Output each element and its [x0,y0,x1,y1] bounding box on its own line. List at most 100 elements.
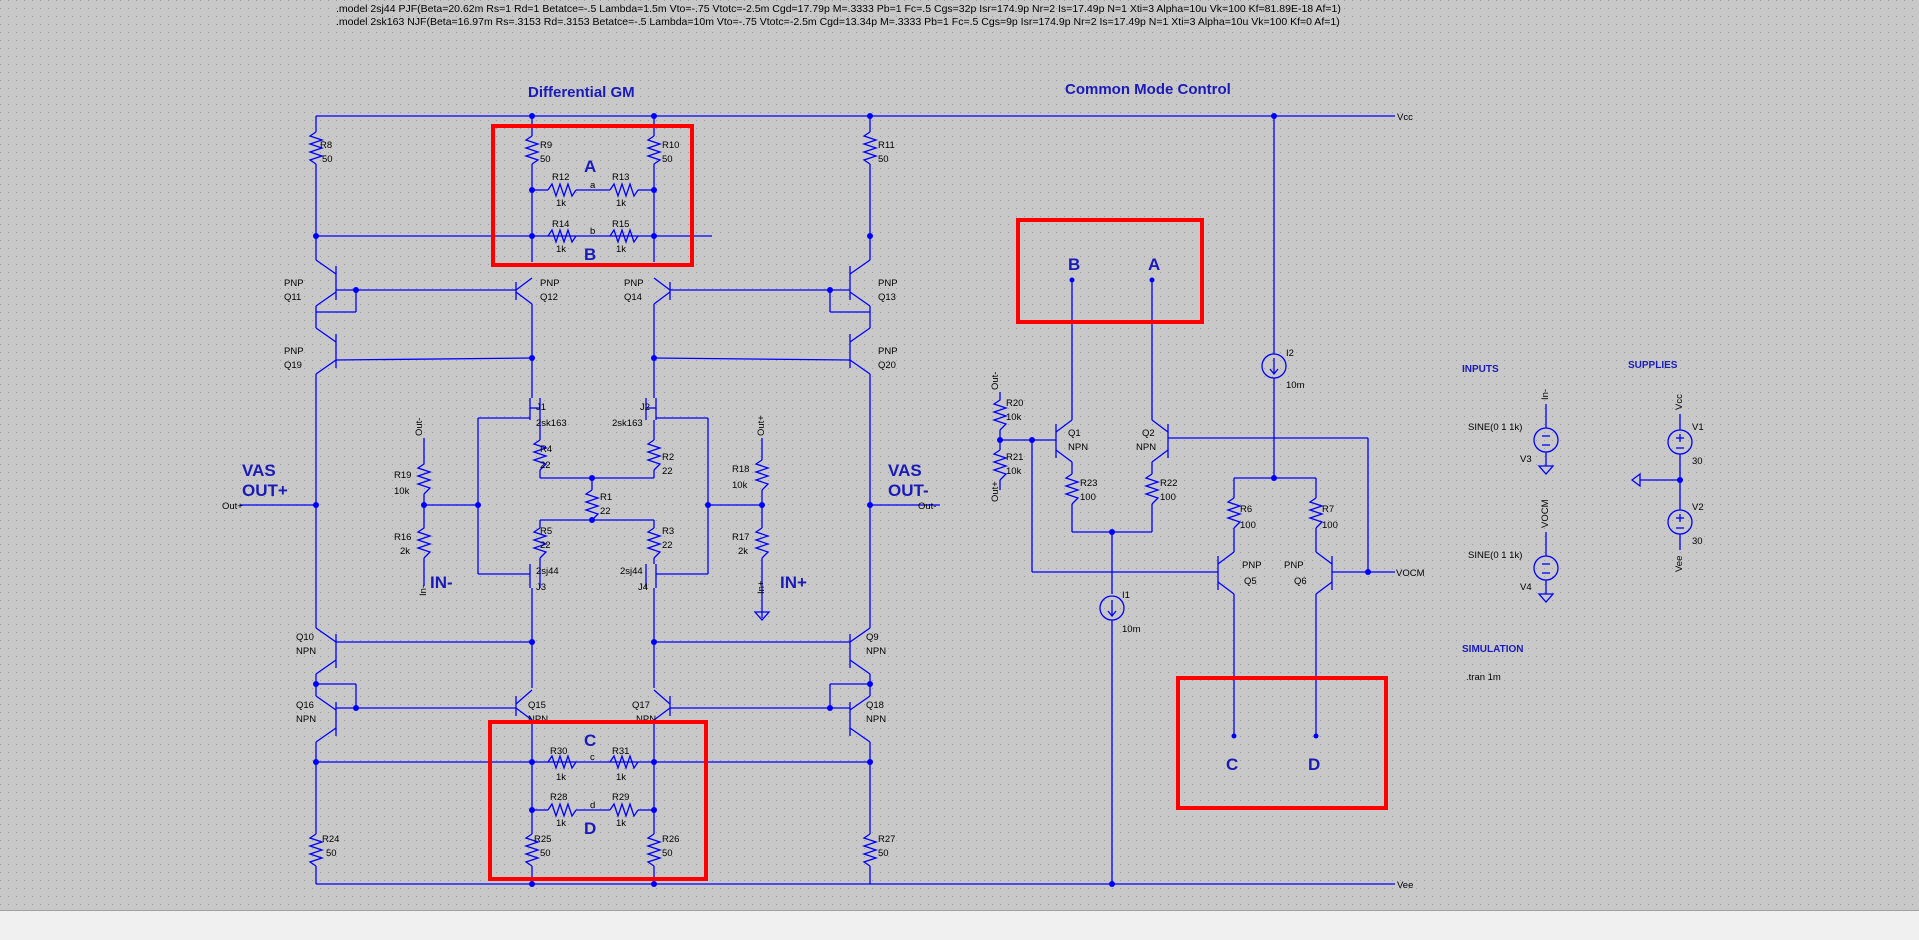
j1-name: J1 [536,402,546,413]
model-2sj44-directive[interactable]: .model 2sj44 PJF(Beta=20.62m Rs=1 Rd=1 B… [336,3,1341,15]
marker-c-bottom: C [584,731,596,750]
vocm-net-label: VOCM [1396,568,1425,579]
r19-value: 10k [394,486,410,497]
q18-type: NPN [866,714,886,725]
v1-value: 30 [1692,456,1703,467]
r8-name: R8 [320,140,332,151]
r25-name: R25 [534,834,551,845]
net-d-label: d [590,800,595,811]
r20-value: 10k [1006,412,1022,423]
highlight-box-ab-top [491,124,694,267]
out-minus-net-left: Out- [414,418,425,436]
r28-value: 1k [556,818,566,829]
q15-name: Q15 [528,700,546,711]
j3-model: 2sj44 [536,566,559,577]
input-sources-wires [1533,404,1559,603]
cmc-dots [997,113,1371,887]
inner-left-dots [529,113,595,887]
q12-name: Q12 [540,292,558,303]
r28-name: R28 [550,792,567,803]
r20-name: R20 [1006,398,1023,409]
r1-name: R1 [600,492,612,503]
net-b-label: b [590,226,595,237]
i2-name: I2 [1286,348,1294,359]
r29-value: 1k [616,818,626,829]
q1-type: NPN [1068,442,1088,453]
r2-name: R2 [662,452,674,463]
r19-name: R19 [394,470,411,481]
r16-value: 2k [400,546,410,557]
vas-out-minus-line1: VAS [888,461,922,480]
highlight-box-cd-cmc [1176,676,1388,810]
in-plus-net: In+ [756,580,767,594]
v1-vcc-net: Vcc [1674,394,1685,410]
v2-value: 30 [1692,536,1703,547]
marker-a-top: A [584,157,596,176]
out-plus-net-right: Out+ [756,415,767,436]
v3-name: V3 [1520,454,1532,465]
inner-right-wires [583,116,709,884]
q10-name: Q10 [296,632,314,643]
q2-type: NPN [1136,442,1156,453]
simulation-heading: SIMULATION [1462,644,1523,655]
j1-model: 2sk163 [536,418,567,429]
j2-name: J2 [640,402,650,413]
r17-name: R17 [732,532,749,543]
r9-name: R9 [540,140,552,151]
r30-value: 1k [556,772,566,783]
r31-value: 1k [616,772,626,783]
v1-name: V1 [1692,422,1704,433]
q11-name: Q11 [284,292,301,303]
v4-name: V4 [1520,582,1532,593]
q13-name: Q13 [878,292,896,303]
terminal-b-dot [1069,277,1075,283]
j3-name: J3 [536,582,546,593]
in-minus-net: In- [418,585,429,596]
r5-value: 22 [540,540,551,551]
q6-type: PNP [1284,560,1304,571]
model-2sk163-directive[interactable]: .model 2sk163 NJF(Beta=16.97m Rs=.3153 R… [336,16,1340,28]
r24-name: R24 [322,834,339,845]
r6-value: 100 [1240,520,1256,531]
r9-value: 50 [540,154,551,165]
q9-name: Q9 [866,632,879,643]
i1-value: 10m [1122,624,1141,635]
left-column-dots [313,233,359,765]
vee-net-label: Vee [1397,880,1413,891]
q5-type: PNP [1242,560,1262,571]
r7-name: R7 [1322,504,1334,515]
input-dividers-wires [415,438,771,621]
q20-name: Q20 [878,360,896,371]
out-plus-port: Out+ [222,501,243,512]
vcc-net-label: Vcc [1397,112,1413,123]
r13-name: R13 [612,172,629,183]
r26-value: 50 [662,848,673,859]
r6-name: R6 [1240,504,1252,515]
q19-type: PNP [284,346,304,357]
q10-type: NPN [296,646,316,657]
r12-name: R12 [552,172,569,183]
cmc-out-plus-net: Out+ [990,481,1001,502]
q12-type: PNP [540,278,560,289]
r4-value: 22 [540,460,551,471]
r10-value: 50 [662,154,673,165]
q16-name: Q16 [296,700,314,711]
highlight-box-cd-bottom [488,720,708,881]
r1-value: 22 [600,506,611,517]
r15-value: 1k [616,244,626,255]
r16-name: R16 [394,532,411,543]
out-minus-port: Out- [918,501,936,512]
v4-vocm-net: VOCM [1540,499,1551,528]
vas-out-plus-line2: OUT+ [242,481,288,500]
q9-type: NPN [866,646,886,657]
tran-directive[interactable]: .tran 1m [1466,672,1501,683]
r18-value: 10k [732,480,748,491]
cmc-wires [991,116,1395,884]
r27-value: 50 [878,848,889,859]
status-bar [0,910,1919,940]
terminal-d-dot [1313,733,1319,739]
r30-name: R30 [550,746,567,757]
highlight-box-ab-cmc [1016,218,1204,324]
right-column-dots [827,113,873,765]
